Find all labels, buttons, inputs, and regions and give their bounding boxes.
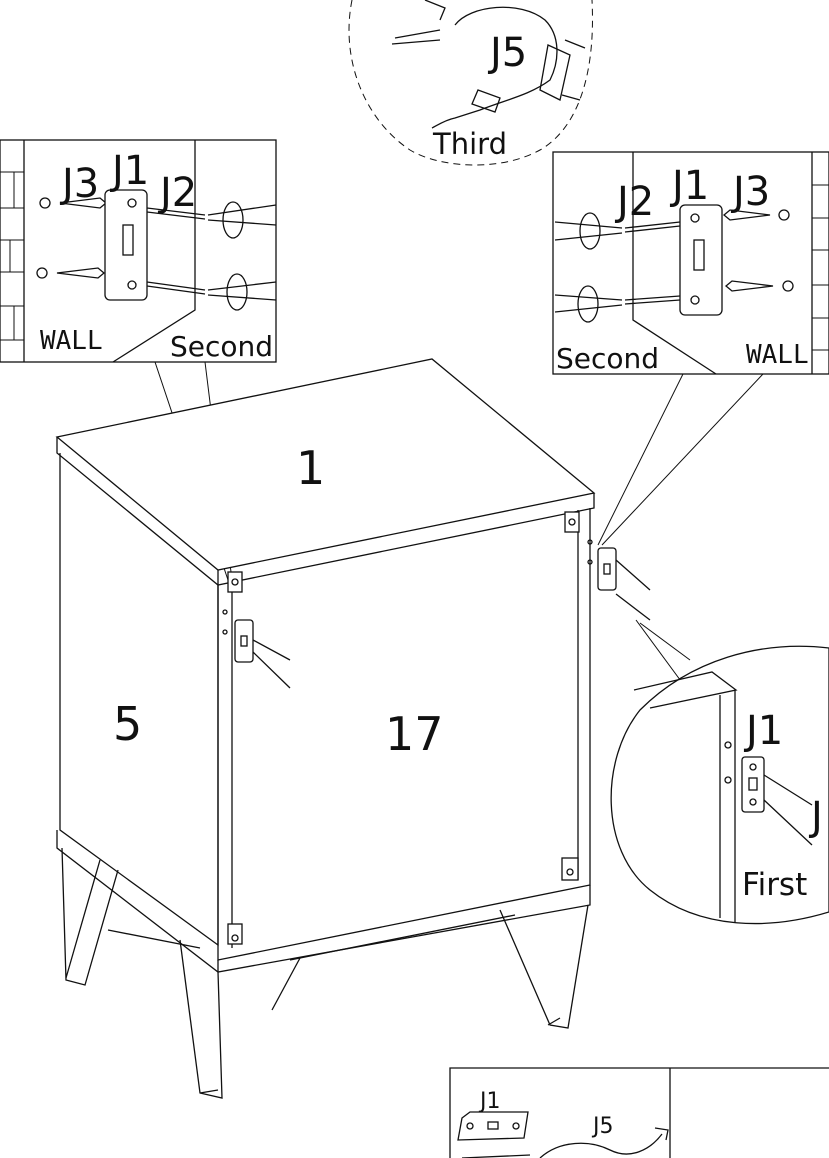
right-j1-label: J1	[669, 163, 709, 209]
part-17-label: 17	[385, 707, 444, 761]
first-step-detail	[610, 645, 829, 925]
left-second-label: Second	[170, 330, 273, 363]
left-detail-box	[0, 139, 277, 363]
top-j5-label: J5	[487, 30, 527, 76]
bottom-j1-label: J1	[478, 1089, 501, 1114]
parts-box	[449, 1067, 829, 1158]
right-wall-label: WALL	[746, 340, 809, 370]
part-5-label: 5	[113, 697, 142, 751]
third-step-detail	[348, 0, 593, 166]
circle-j1-label: J1	[743, 708, 783, 754]
circle-first-label: First	[742, 867, 807, 903]
top-third-label: Third	[432, 127, 507, 161]
part-1-label: 1	[296, 441, 325, 495]
cabinet	[55, 358, 651, 1099]
left-j2-label: J2	[157, 170, 197, 216]
right-j2-label: J2	[614, 179, 654, 225]
left-wall-label: WALL	[40, 326, 103, 356]
right-second-label: Second	[556, 342, 659, 375]
left-j3-label: J3	[59, 161, 99, 207]
right-detail-box	[552, 151, 829, 375]
bottom-j5-label: J5	[591, 1114, 614, 1139]
right-j3-label: J3	[730, 169, 770, 215]
circle-j-partial-label: J	[808, 794, 823, 840]
right-leader-lines	[597, 373, 764, 546]
left-j1-label: J1	[109, 148, 149, 194]
